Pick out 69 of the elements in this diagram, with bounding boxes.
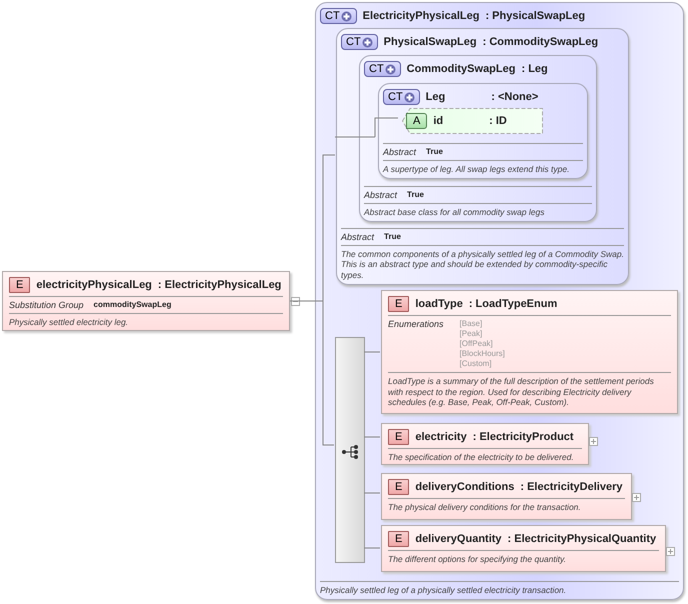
component-name: Leg [426, 91, 446, 103]
description-text: Abstract base class for all commodity swap legs [364, 206, 546, 217]
property-value: True [426, 146, 443, 156]
component-name: electricity [415, 431, 467, 443]
property-label: Substitution Group [9, 300, 84, 310]
complex-type-box [336, 28, 629, 285]
connector-line [364, 436, 380, 438]
complex-type-box [378, 83, 588, 179]
description-text: A supertype of leg. All swap legs extend this type. [383, 164, 570, 174]
type-badge: E [388, 479, 410, 495]
property-value: True [384, 232, 401, 240]
component-name: deliveryQuantity [415, 533, 502, 545]
connector-line [356, 136, 376, 138]
element-box [381, 473, 632, 520]
enumeration-value: [Base] [460, 319, 484, 329]
enumeration-value: [Custom] [460, 359, 493, 369]
type-name: : ElectricityPhysicalLeg [158, 279, 282, 291]
type-badge: E [388, 531, 410, 547]
property-label: Enumerations [388, 319, 444, 329]
type-name: : ID [489, 115, 507, 127]
connector-line [374, 118, 398, 138]
description-text: The specification of the electricity to be delivered. [388, 452, 575, 462]
component-name: ElectricityPhysicalLeg [362, 10, 480, 22]
element-box [2, 271, 290, 331]
component-name: id [433, 115, 444, 127]
connector-line [334, 136, 358, 138]
component-name: PhysicalSwapLeg [384, 36, 477, 48]
complex-type-box [359, 55, 597, 222]
enumeration-value: [OffPeak] [460, 339, 494, 349]
type-name: : CommoditySwapLeg [482, 36, 598, 48]
component-name: deliveryConditions [415, 481, 514, 493]
description-text: The physical delivery conditions for the transaction. [388, 502, 582, 512]
type-badge: CT [364, 61, 401, 77]
component-name: CommoditySwapLeg [406, 63, 516, 75]
property-value: True [407, 190, 424, 198]
type-badge: E [388, 296, 410, 312]
type-badge: CT [383, 89, 420, 105]
complex-type-box [315, 2, 684, 600]
element-box [381, 525, 666, 572]
attribute-box [402, 108, 543, 134]
description-text: LoadType is a summary of the full description of the settlement periods with respect to the region. Used for describing Electricity delivery schedules (e.g. Base, Peak, Off-Peak, Custom). [388, 376, 655, 408]
property-value: commoditySwapLeg [94, 300, 172, 309]
component-name: loadType [415, 298, 463, 310]
enumeration-value: [Peak] [460, 329, 484, 339]
type-badge: A [406, 113, 428, 129]
component-name: electricityPhysicalLeg [36, 279, 152, 291]
description-text: Physically settled leg of a physically settled electricity transaction. [320, 584, 568, 595]
enumeration-value: [BlockHours] [460, 349, 505, 359]
type-name: : ElectricityProduct [472, 431, 574, 443]
description-text: The common components of a physically settled leg of a Commodity Swap. This is an abstract type and should be extended by commodity-specific types. [341, 248, 624, 280]
type-name: : LoadTypeEnum [468, 298, 558, 310]
sequence-box [335, 337, 365, 563]
connector-line [364, 492, 380, 494]
type-name: : PhysicalSwapLeg [485, 10, 586, 22]
type-badge: E [388, 429, 410, 445]
type-name: : Leg [521, 63, 548, 75]
type-name: : ElectricityDelivery [520, 481, 622, 493]
property-label: Abstract [383, 146, 416, 156]
type-badge: CT [341, 34, 378, 50]
type-badge: CT [320, 8, 357, 24]
description-text: Physically settled electricity leg. [9, 317, 130, 328]
property-label: Abstract [364, 190, 398, 200]
element-box [381, 290, 678, 414]
type-name: : <None> [491, 91, 538, 103]
type-badge: E [9, 277, 30, 293]
element-box [381, 423, 589, 465]
property-label: Abstract [341, 232, 374, 242]
description-text: The different options for specifying the quantity. [388, 554, 567, 564]
type-name: : ElectricityPhysicalQuantity [508, 533, 656, 545]
